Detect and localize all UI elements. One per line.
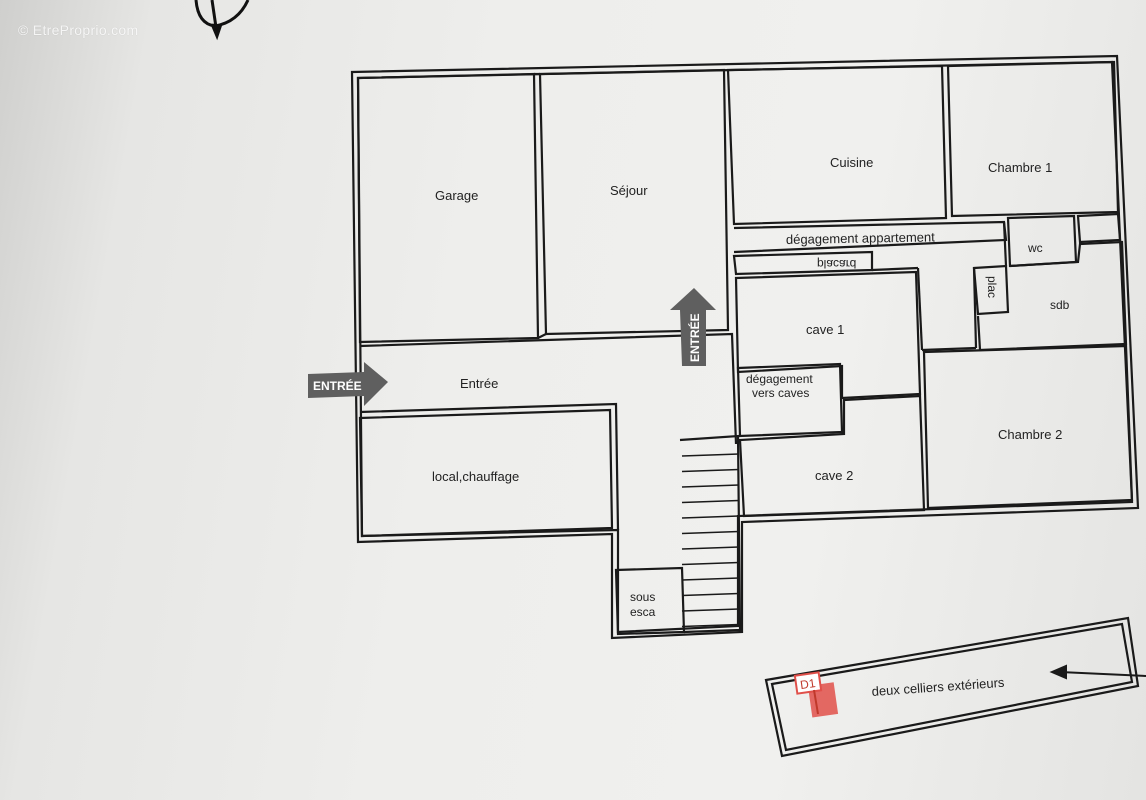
staircase — [681, 453, 740, 628]
room-garage: Garage — [435, 188, 478, 203]
room-plac: plac — [985, 276, 999, 298]
room-celliers: deux celliers extérieurs — [871, 675, 1005, 699]
room-entree: Entrée — [460, 376, 498, 391]
stair-tread — [681, 577, 740, 581]
stair-tread — [681, 592, 740, 597]
room-chambre-2: Chambre 2 — [998, 427, 1062, 442]
stair-tread — [681, 468, 740, 473]
room-degagement-caves-line1: dégagement — [746, 372, 813, 386]
room-sejour: Séjour — [610, 183, 648, 198]
entrance-arrow-left-label: ENTRÉE — [313, 378, 362, 393]
stair-tread — [681, 608, 740, 612]
stair-tread — [681, 546, 740, 550]
stair-tread — [681, 561, 740, 566]
stair-tread — [681, 515, 740, 519]
stair-tread — [681, 453, 740, 457]
compass-icon — [194, 0, 250, 41]
stair-tread — [681, 484, 740, 488]
room-degagement-appartement: dégagement appartement — [786, 229, 936, 247]
room-cave-2: cave 2 — [815, 468, 853, 483]
room-chambre-1: Chambre 1 — [988, 160, 1052, 175]
room-cuisine: Cuisine — [830, 155, 873, 170]
room-degagement-caves-line2: vers caves — [752, 386, 809, 400]
room-wc: wc — [1027, 241, 1043, 255]
room-sous-esca-line1: sous — [630, 590, 655, 604]
room-sdb: sdb — [1050, 298, 1070, 312]
watermark: © EtreProprio.com — [18, 22, 139, 38]
celliers-building — [764, 616, 1140, 758]
celliers-pointer-arrow — [1049, 664, 1146, 680]
d1-label: D1 — [799, 676, 816, 692]
room-sous-esca-line2: esca — [630, 605, 656, 619]
stair-tread — [681, 623, 740, 628]
entrance-arrow-left: ENTRÉE — [308, 362, 388, 406]
room-placard: placard — [817, 257, 856, 271]
stair-tread — [681, 499, 740, 504]
stair-tread — [681, 530, 740, 535]
room-local-chauffage: local,chauffage — [432, 469, 519, 484]
room-cave-1: cave 1 — [806, 322, 844, 337]
walls — [350, 54, 1140, 640]
entrance-arrow-up-label: ENTRÉE — [687, 313, 702, 362]
d1-marker: D1 — [793, 671, 839, 718]
entrance-arrow-up: ENTRÉE — [670, 288, 716, 366]
